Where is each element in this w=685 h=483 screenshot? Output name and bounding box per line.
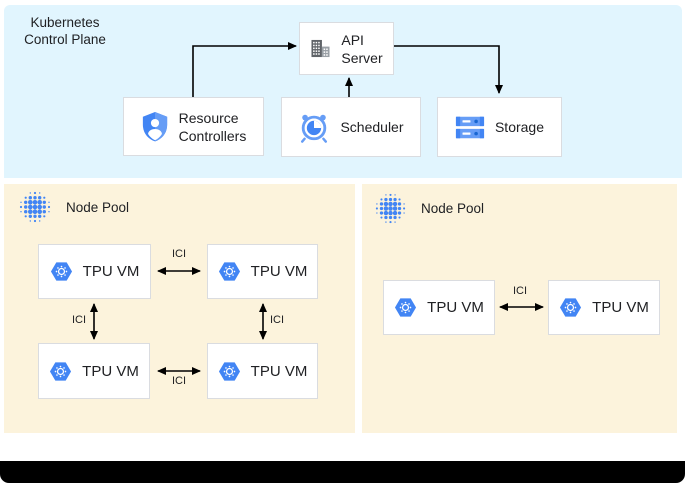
control-plane-title-line2: Control Plane <box>24 32 106 47</box>
node-pool-label: Node Pool <box>66 199 130 215</box>
window-bottom-bar <box>0 461 685 483</box>
ici-label: ICI <box>269 314 285 326</box>
api-server-label: API Server <box>341 31 382 67</box>
resource-controllers-label-line1: Resource <box>178 109 239 126</box>
node-pool-right: Node Pool TPU VM TPU VM <box>362 184 677 433</box>
tpu-hexagon-icon <box>218 361 241 382</box>
tpu-vm-box-5: TPU VM <box>383 280 495 335</box>
api-server-label-line1: API <box>341 31 364 48</box>
ici-label: ICI <box>171 375 187 387</box>
resource-controllers-label-line2: Controllers <box>178 127 247 144</box>
ici-label: ICI <box>512 285 528 297</box>
control-plane-title-line1: Kubernetes <box>30 15 100 30</box>
tpu-vm-box-3: TPU VM <box>38 343 150 399</box>
node-pool-left-header: Node Pool <box>4 184 129 224</box>
shield-user-icon <box>141 111 169 142</box>
scheduler-label: Scheduler <box>340 119 404 135</box>
tpu-vm-label: TPU VM <box>250 263 308 280</box>
tpu-hexagon-icon <box>49 361 72 382</box>
storage-box: Storage <box>437 97 562 157</box>
building-icon <box>310 39 331 58</box>
tpu-vm-box-6: TPU VM <box>548 280 660 335</box>
tpu-vm-label: TPU VM <box>82 263 140 280</box>
tpu-hexagon-icon <box>218 261 241 282</box>
api-server-label-line2: Server <box>341 49 383 66</box>
control-plane-title: Kubernetes Control Plane <box>10 14 120 48</box>
tpu-vm-label: TPU VM <box>592 299 649 316</box>
tpu-hexagon-icon <box>50 261 73 282</box>
tpu-hexagon-icon <box>394 297 417 318</box>
tpu-vm-box-4: TPU VM <box>207 343 318 399</box>
tpu-hexagon-icon <box>559 297 582 318</box>
control-plane-section: Kubernetes Control Plane <box>4 5 682 178</box>
stacked-disks-icon <box>455 116 485 139</box>
scheduler-box: Scheduler <box>281 97 421 157</box>
resource-controllers-label: Resource Controllers <box>179 109 247 145</box>
storage-label: Storage <box>494 119 545 135</box>
ici-label: ICI <box>171 248 187 260</box>
tpu-vm-label: TPU VM <box>82 362 139 380</box>
alarm-clock-icon <box>298 111 330 143</box>
resource-controllers-box: Resource Controllers <box>123 97 264 156</box>
node-pool-left: Node Pool TPU VM TPU VM TPU VM TPU VM <box>4 184 355 433</box>
node-pool-right-header: Node Pool <box>362 184 484 225</box>
tpu-vm-label: TPU VM <box>427 299 484 316</box>
tpu-vm-box-2: TPU VM <box>207 244 318 299</box>
node-pool-label: Node Pool <box>421 201 485 216</box>
tpu-vm-box-1: TPU VM <box>38 244 151 299</box>
ici-label: ICI <box>71 314 87 326</box>
dot-matrix-icon <box>18 190 52 224</box>
tpu-vm-label: TPU VM <box>250 362 308 380</box>
dot-matrix-icon <box>374 192 407 225</box>
api-server-box: API Server <box>299 22 394 75</box>
